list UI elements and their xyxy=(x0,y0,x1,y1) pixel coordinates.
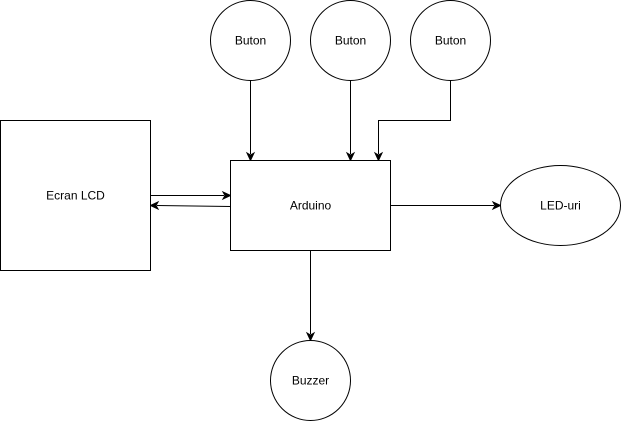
node-buzzer-label: Buzzer xyxy=(292,374,329,388)
node-button-3-shape xyxy=(410,0,491,81)
arrowhead xyxy=(245,151,256,162)
node-button-3-label: Buton xyxy=(435,34,466,48)
edge-button-3-to-arduino xyxy=(373,80,451,162)
node-arduino-label: Arduino xyxy=(290,199,332,213)
node-leds: LED-uri xyxy=(500,165,621,246)
node-button-2-shape xyxy=(310,0,391,81)
edge-button-1-to-arduino xyxy=(245,80,256,162)
arrowhead xyxy=(373,151,384,162)
edge-lcd-to-arduino xyxy=(150,190,232,201)
node-leds-label: LED-uri xyxy=(540,199,581,213)
arrowhead xyxy=(149,200,160,211)
arrowhead xyxy=(221,190,232,201)
edge-arduino-to-leds xyxy=(390,200,502,211)
edge-arduino-to-lcd xyxy=(149,200,231,211)
node-button-1: Buton xyxy=(210,0,291,81)
node-lcd: Ecran LCD xyxy=(0,120,151,271)
node-buzzer: Buzzer xyxy=(270,340,351,421)
node-lcd-shape xyxy=(0,120,151,271)
node-button-2-label: Buton xyxy=(335,34,366,48)
edges xyxy=(149,80,502,342)
node-button-1-shape xyxy=(210,0,291,81)
edge-arduino-to-buzzer xyxy=(305,250,316,342)
node-lcd-label: Ecran LCD xyxy=(46,189,105,203)
arrowhead xyxy=(491,200,502,211)
arrowhead xyxy=(345,151,356,162)
arrowhead xyxy=(305,331,316,342)
node-arduino: Arduino xyxy=(230,160,391,251)
node-button-3: Buton xyxy=(410,0,491,81)
edge-button-2-to-arduino xyxy=(345,80,356,162)
node-arduino-shape xyxy=(230,160,391,251)
node-button-2: Buton xyxy=(310,0,391,81)
node-button-1-label: Buton xyxy=(235,34,266,48)
